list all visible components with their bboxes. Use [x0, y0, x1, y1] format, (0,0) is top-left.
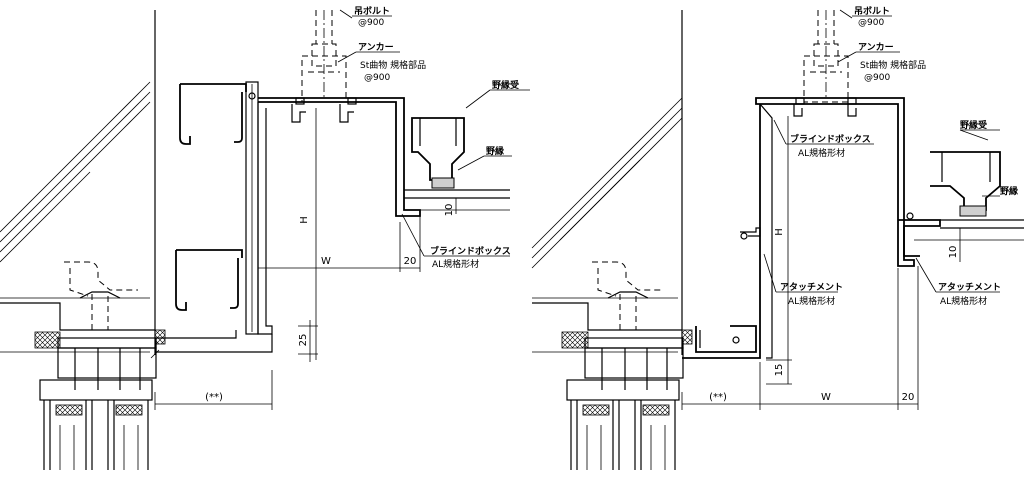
left-dim-10: 10	[444, 204, 455, 217]
right-attachment-inner-spec: AL規格形材	[788, 295, 835, 307]
left-anchor-spec: St曲物 規格部品	[360, 59, 426, 71]
right-dim-h: H	[774, 228, 785, 236]
right-attachment-inner-label: アタッチメント	[780, 281, 843, 293]
left-leaders	[337, 9, 530, 257]
right-joist-receiver-label: 野縁受	[960, 119, 987, 131]
right-blind-box	[755, 97, 915, 359]
left-hanging-bolt-spacing: @900	[358, 18, 384, 28]
right-dim-note: (**)	[709, 392, 727, 403]
right-labels: 吊ボルト @900 アンカー St曲物 規格部品 @900 ブラインドボックス …	[709, 5, 1018, 403]
right-attachment-outer-spec: AL規格形材	[940, 295, 987, 307]
left-anchor-bolt	[295, 10, 357, 105]
left-anchor-label: アンカー	[358, 42, 394, 53]
left-dim-w: W	[321, 256, 331, 267]
right-blind-box-spec: AL規格形材	[798, 147, 845, 159]
left-dim-h: H	[299, 216, 310, 224]
left-blind-box	[155, 97, 421, 353]
right-dim-w: W	[821, 392, 831, 403]
right-attachment-outer	[898, 212, 941, 257]
left-blind-box-spec: AL規格形材	[432, 258, 479, 270]
left-dim-20: 20	[404, 256, 417, 267]
right-dimensions	[681, 116, 961, 410]
left-dim-note: (**)	[205, 392, 223, 403]
right-attachment-outer-label: アタッチメント	[938, 281, 1001, 293]
left-diagonal-wall	[0, 81, 151, 263]
right-dim-20: 20	[902, 392, 915, 403]
left-detail: 吊ボルト @900 アンカー St曲物 規格部品 @900 野縁受 野縁 ブライ…	[0, 5, 530, 470]
left-dashed-anchor	[64, 261, 138, 331]
left-anchor-spacing: @900	[364, 73, 390, 83]
left-labels: 吊ボルト @900 アンカー St曲物 規格部品 @900 野縁受 野縁 ブライ…	[205, 5, 519, 403]
left-window-frame	[39, 337, 157, 470]
right-joist-label: 野縁	[1000, 185, 1018, 197]
left-slab	[0, 302, 166, 353]
left-hanging-bolt-label: 吊ボルト	[354, 5, 390, 17]
right-anchor-spacing: @900	[864, 73, 890, 83]
right-anchor-bolt	[803, 10, 849, 103]
right-window-frame	[566, 337, 684, 470]
left-dim-25: 25	[298, 334, 309, 347]
right-dashed-anchor	[592, 261, 664, 331]
left-joist-receiver-label: 野縁受	[492, 79, 519, 91]
right-slab	[532, 302, 693, 353]
right-leaders	[763, 9, 1000, 293]
right-ceiling-joists	[914, 151, 1024, 241]
right-attachment-inner	[682, 104, 761, 359]
right-diagonal-wall	[531, 97, 683, 269]
right-hanging-bolt-label: 吊ボルト	[854, 5, 890, 17]
right-hanging-bolt-spacing: @900	[858, 18, 884, 28]
left-blind-box-label: ブラインドボックス	[430, 245, 511, 257]
right-dim-15: 15	[774, 364, 785, 377]
left-joist-label: 野縁	[486, 145, 504, 157]
right-dim-10: 10	[948, 246, 959, 259]
right-anchor-spec: St曲物 規格部品	[860, 59, 926, 71]
left-dimensions	[150, 108, 457, 410]
right-detail: 吊ボルト @900 アンカー St曲物 規格部品 @900 ブラインドボックス …	[531, 5, 1024, 470]
left-ceiling-joists	[404, 117, 510, 211]
left-stile	[175, 81, 259, 335]
right-anchor-label: アンカー	[858, 42, 894, 53]
right-blind-box-label: ブラインドボックス	[790, 133, 871, 145]
